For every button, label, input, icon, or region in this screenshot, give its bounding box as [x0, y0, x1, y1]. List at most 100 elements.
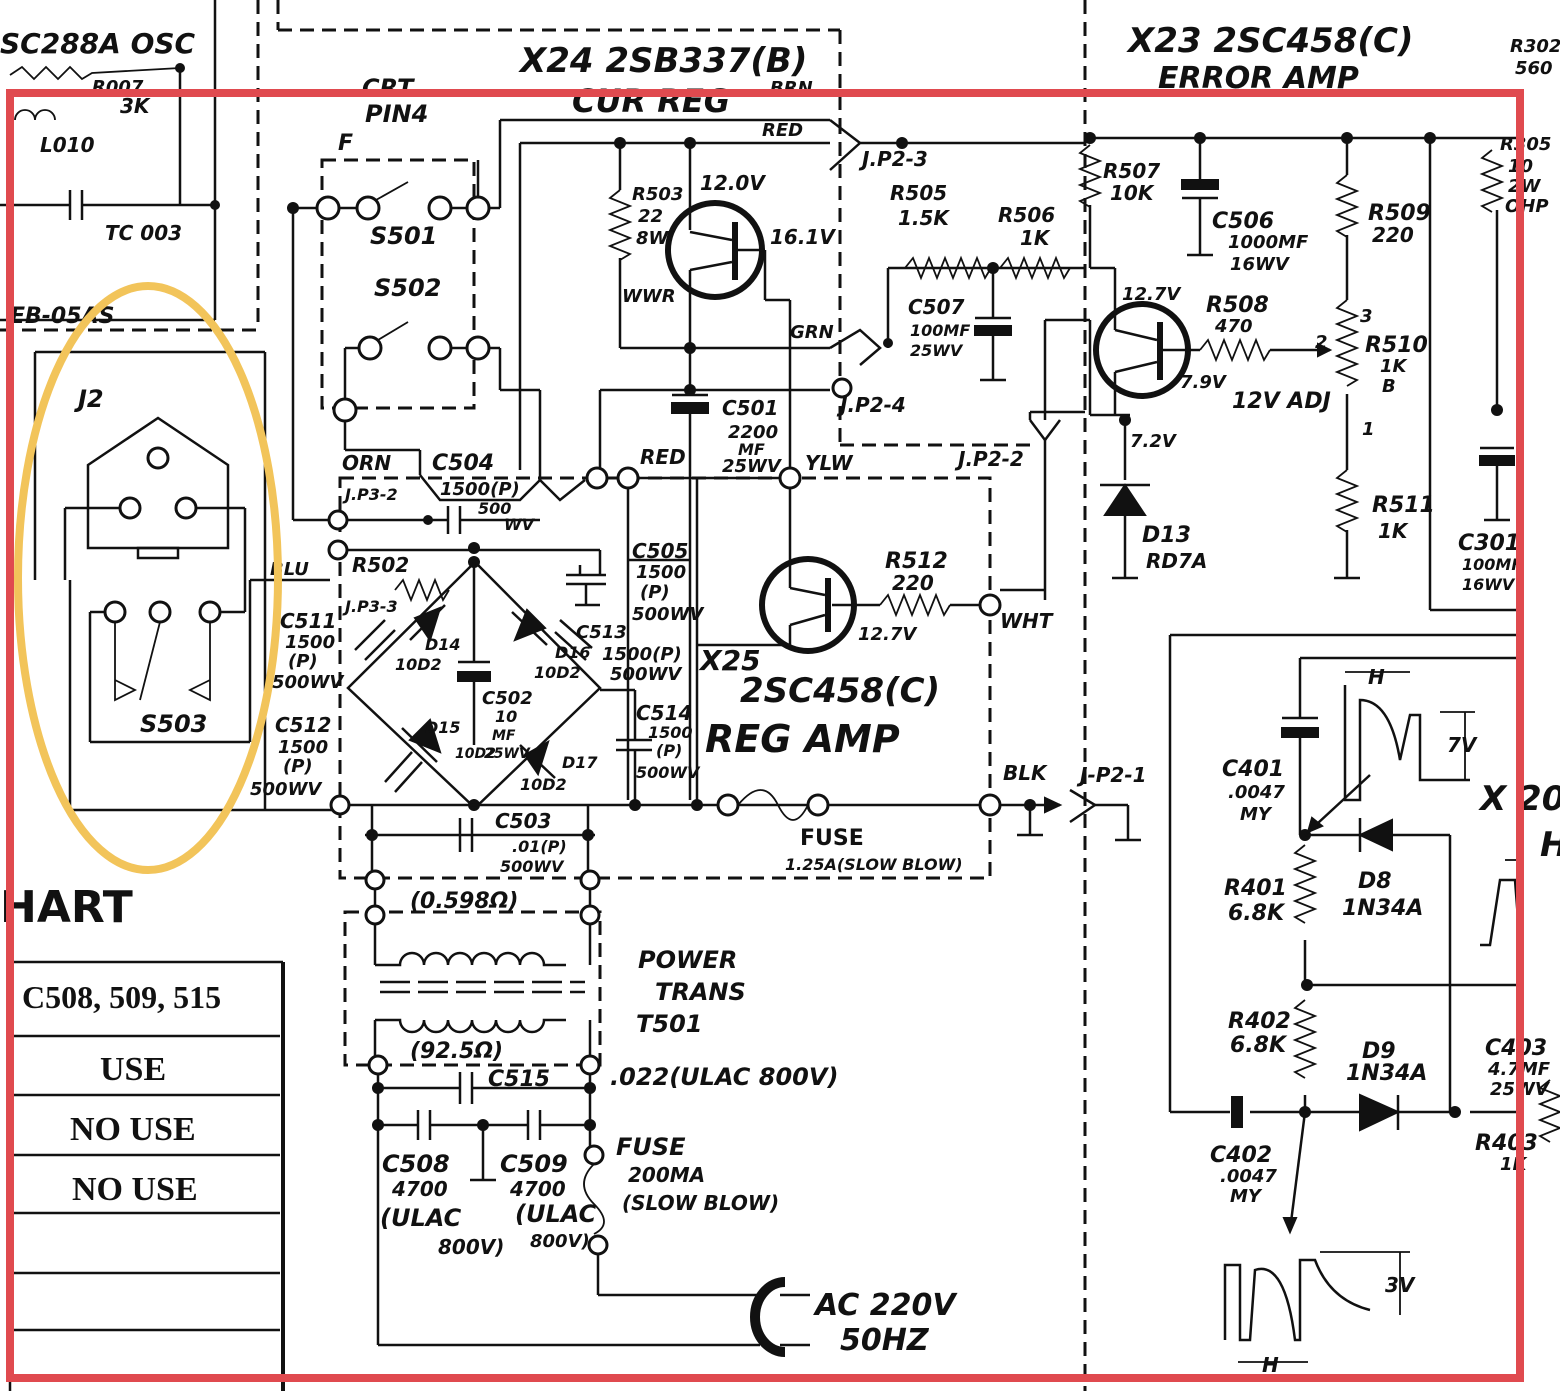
- c512-value-3: 500WV: [250, 779, 323, 800]
- r305-label: R305: [1500, 134, 1551, 155]
- fuse2-value-1: 200MA: [628, 1163, 705, 1187]
- r503-label: R503: [632, 184, 683, 205]
- c509-value-3: 800V): [530, 1231, 590, 1252]
- x25-subtitle: REG AMP: [705, 717, 900, 761]
- x25-title: X25: [698, 644, 761, 677]
- osc-section: [0, 0, 842, 332]
- c504-value-3: WV: [504, 515, 536, 534]
- c504-label: C504: [432, 451, 494, 476]
- table-row-3: NO USE: [72, 1171, 198, 1208]
- x23-title: X23 2SC458(C): [1126, 21, 1413, 61]
- r402-label: R402: [1228, 1009, 1291, 1034]
- r508-label: R508: [1206, 293, 1269, 318]
- grn-label: GRN: [790, 322, 834, 343]
- power-transformer: [343, 869, 810, 1357]
- orn-label: ORN: [342, 451, 391, 475]
- c515-value: .022(ULAC 800V): [610, 1063, 838, 1091]
- d9-label: D9: [1362, 1039, 1396, 1064]
- c301-value-1: 100MF: [1462, 555, 1522, 574]
- d17-value: 10D2: [520, 775, 567, 794]
- c508-value-2: (ULAC: [380, 1204, 462, 1232]
- fuse2-label: FUSE: [616, 1133, 686, 1161]
- c511-value-1: 1500: [285, 632, 335, 653]
- c501-label: C501: [722, 396, 778, 420]
- table-row-2: NO USE: [70, 1111, 196, 1148]
- r403-label: R403: [1475, 1131, 1538, 1156]
- jp2-4-label: J.P2-4: [836, 393, 906, 417]
- fuse2-value-2: (SLOW BLOW): [622, 1191, 779, 1215]
- r402-value: 6.8K: [1230, 1033, 1288, 1058]
- r302-label: R302: [1510, 36, 1560, 57]
- r503-value-3: WWR: [622, 286, 676, 307]
- c505-value-3: 500WV: [632, 604, 705, 625]
- d16-label: D16: [555, 643, 591, 662]
- switch-block: [287, 118, 830, 520]
- highlight-box: [6, 89, 1524, 1382]
- d13-label: D13: [1142, 523, 1191, 548]
- power-trans-label-2: TRANS: [655, 978, 746, 1006]
- fuse-label: FUSE: [800, 826, 864, 851]
- jp3-2-label: J.P3-2: [342, 485, 398, 504]
- x23-transistor: [1077, 132, 1520, 612]
- r401-value: 6.8K: [1228, 901, 1286, 926]
- blk-label: BLK: [1003, 761, 1048, 785]
- s501-label: S501: [370, 222, 437, 250]
- j2-connector: [33, 350, 340, 812]
- c509-label: C509: [500, 1150, 568, 1178]
- c513-value-2: 500WV: [610, 664, 683, 685]
- h-top-label: H: [1368, 665, 1385, 689]
- jp3-3-label: J.P3-3: [342, 597, 398, 616]
- pin3-label: 3: [1360, 306, 1373, 327]
- r512-label: R512: [885, 549, 948, 574]
- d13-value: RD7A: [1146, 549, 1207, 573]
- c511-label: C511: [280, 609, 336, 633]
- v127b-label: 12.7V: [858, 624, 918, 645]
- r503-value-1: 22: [638, 206, 663, 227]
- r510-label: R510: [1365, 333, 1428, 358]
- c502-value-3: 25WV: [484, 746, 531, 762]
- c504-value-2: 500: [478, 499, 511, 518]
- c508-label: C508: [382, 1150, 450, 1178]
- c502-value-1: 10: [495, 707, 517, 726]
- c514-value-1: 1500: [648, 723, 693, 742]
- c511-value-3: 500WV: [272, 672, 345, 693]
- crt-label: CRT: [362, 74, 415, 102]
- c512-value-2: (P): [283, 756, 313, 777]
- c401-label: C401: [1222, 757, 1284, 782]
- r511-label: R511: [1372, 493, 1435, 518]
- r509-value: 220: [1372, 223, 1414, 247]
- f-label: F: [338, 131, 353, 156]
- adj-label: 12V ADJ: [1232, 389, 1331, 414]
- jp2-2-label: J.P2-2: [954, 447, 1024, 471]
- v7-label: 7V: [1447, 733, 1478, 757]
- j2-label: J2: [74, 385, 104, 413]
- red-mid-label: RED: [640, 445, 686, 469]
- r512-value: 220: [892, 571, 934, 595]
- r507-value: 10K: [1110, 181, 1155, 205]
- c514-label: C514: [636, 701, 692, 725]
- c504-value-1: 1500(P): [440, 479, 520, 500]
- d14-value: 10D2: [395, 655, 442, 674]
- r503-value-2: 8W: [636, 228, 670, 249]
- d8-value: 1N34A: [1342, 896, 1423, 921]
- c515-label: C515: [488, 1067, 550, 1092]
- highlight-ellipse: [14, 282, 282, 874]
- c505-value-1: 1500: [636, 562, 686, 583]
- c506-label: C506: [1212, 209, 1274, 234]
- c501-value-2: MF: [738, 440, 765, 459]
- c514-value-3: 500WV: [636, 763, 701, 782]
- c502-value-2: MF: [492, 728, 516, 744]
- r505-r506-c507: [904, 255, 1071, 382]
- c506-value-1: 1000MF: [1228, 232, 1309, 253]
- c507-label: C507: [908, 295, 965, 319]
- r305-value-3: OHP: [1505, 196, 1549, 217]
- tc003-label: TC 003: [105, 221, 182, 245]
- x24-subtitle: CUR REG: [572, 82, 730, 120]
- c505-label: C505: [632, 539, 688, 563]
- jp2-1-label: J-P2-1: [1076, 763, 1147, 787]
- ylw-label: YLW: [805, 451, 853, 475]
- r510-value-2: B: [1382, 376, 1396, 397]
- r401-label: R401: [1224, 876, 1287, 901]
- c512-label: C512: [275, 713, 331, 737]
